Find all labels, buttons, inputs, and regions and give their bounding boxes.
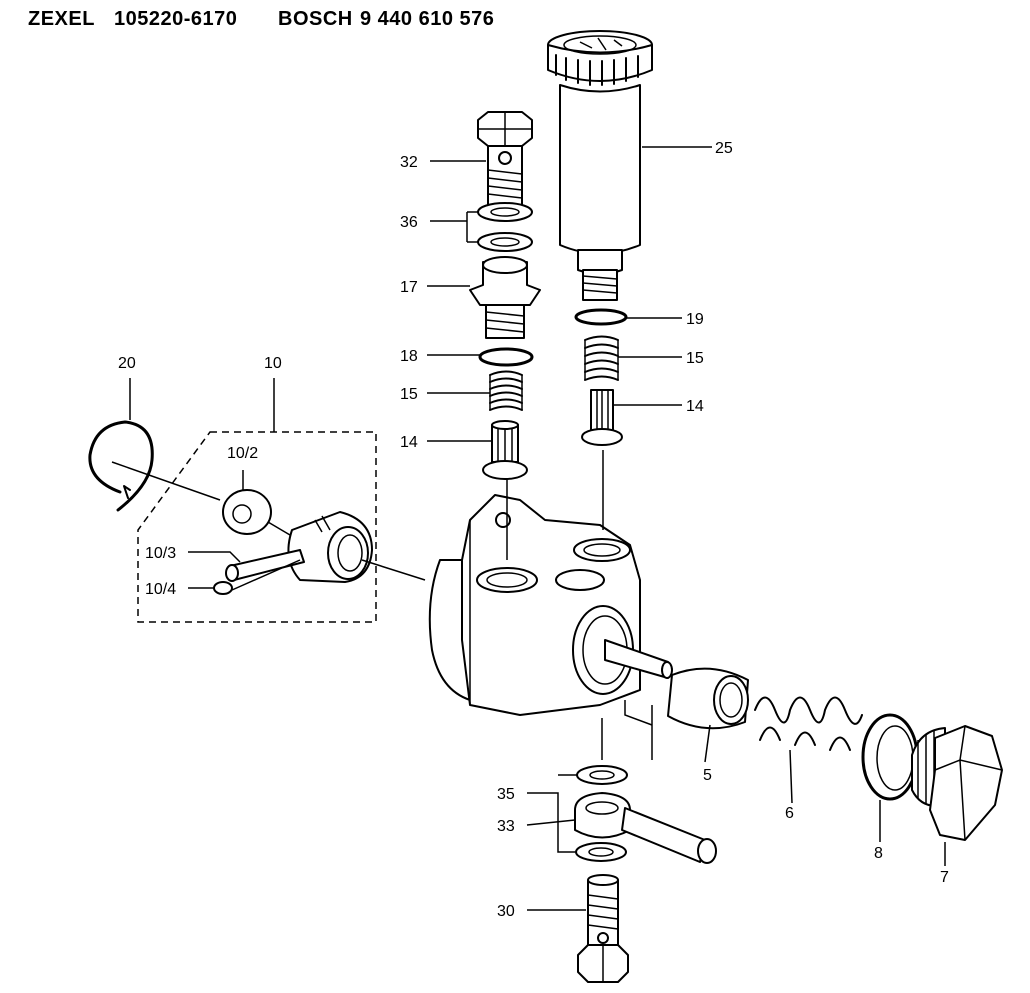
header-zexel-part-number: 105220-6170	[114, 8, 238, 30]
part-10-roller-tappet-group	[137, 431, 377, 623]
label-5: 5	[703, 767, 712, 784]
header-brand-bosch: BOSCH	[278, 8, 353, 30]
part-17-valve-holder	[469, 256, 541, 339]
label-14-left: 14	[400, 434, 418, 451]
part-32-banjo-bolt	[477, 111, 533, 206]
part-7-plug-screw	[911, 725, 1003, 841]
label-18: 18	[400, 348, 418, 365]
header-bosch-part-number: 9 440 610 576	[360, 8, 495, 30]
part-6-spring	[754, 696, 863, 751]
pump-body	[428, 494, 673, 726]
leader-lines	[129, 146, 946, 911]
label-10-2: 10/2	[227, 445, 258, 462]
part-14-valve-right	[581, 389, 623, 446]
label-36: 36	[400, 214, 418, 231]
part-18-o-ring	[478, 347, 534, 367]
label-30: 30	[497, 903, 515, 920]
assembly-axes	[111, 450, 653, 760]
label-14-right: 14	[686, 398, 704, 415]
part-30-banjo-bolt	[577, 874, 629, 983]
part-14-valve-left	[482, 420, 528, 480]
label-35: 35	[497, 786, 515, 803]
label-10: 10	[264, 355, 282, 372]
part-36-washers	[477, 202, 533, 252]
part-labels: 32 36 17 18 15 14 25 19 15 14 20 10 10/2…	[118, 140, 949, 920]
part-15-spring-right	[584, 335, 619, 381]
part-5-filter-sleeve	[667, 667, 749, 730]
part-15-spring-left	[489, 370, 523, 411]
label-17: 17	[400, 279, 418, 296]
part-20-snap-ring	[88, 420, 154, 512]
label-15-left: 15	[400, 386, 418, 403]
part-19-o-ring	[574, 308, 628, 326]
label-25: 25	[715, 140, 733, 157]
label-33: 33	[497, 818, 515, 835]
label-7: 7	[940, 869, 949, 886]
part-8-gasket	[861, 713, 919, 801]
part-33-banjo-fitting	[574, 792, 717, 864]
label-10-4: 10/4	[145, 581, 176, 598]
label-15-right: 15	[686, 350, 704, 367]
label-10-3: 10/3	[145, 545, 176, 562]
part-35-washers	[575, 765, 628, 862]
label-20: 20	[118, 355, 136, 372]
label-8: 8	[874, 845, 883, 862]
header-brand-zexel: ZEXEL	[28, 8, 95, 30]
label-32: 32	[400, 154, 418, 171]
label-6: 6	[785, 805, 794, 822]
label-19: 19	[686, 311, 704, 328]
part-25-primer-pump	[547, 30, 653, 301]
